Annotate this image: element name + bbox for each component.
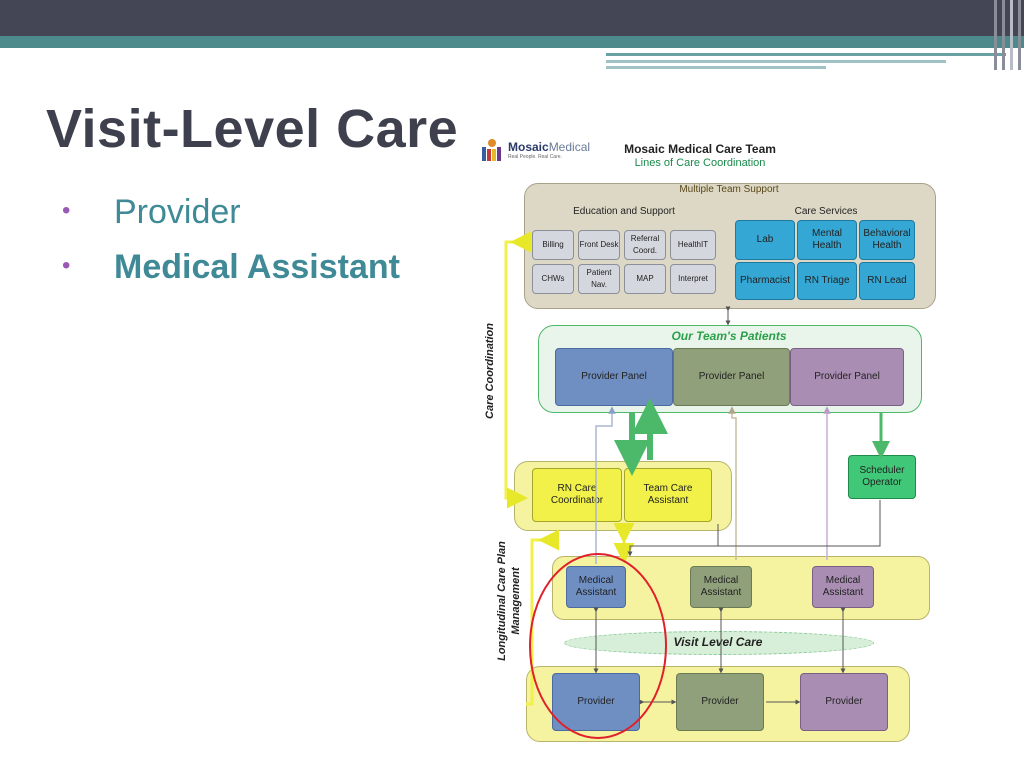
care-service-item: Behavioral Health: [859, 220, 915, 260]
care-service-item: Lab: [735, 220, 795, 260]
logo-name-suffix: Medical: [548, 140, 591, 154]
diagram-title: Mosaic Medical Care Team: [624, 142, 776, 156]
decor-stripe: [1010, 0, 1013, 70]
scheduler-operator: Scheduler Operator: [848, 455, 916, 499]
patients-label: Our Team's Patients: [671, 329, 787, 343]
accent-line: [606, 66, 826, 69]
care-service-item: Pharmacist: [735, 262, 795, 300]
care-service-item: Mental Health: [797, 220, 857, 260]
decor-stripe: [1002, 0, 1005, 70]
care-service-item: RN Triage: [797, 262, 857, 300]
education-support-label: Education and Support: [573, 206, 675, 217]
bullet-dot-icon: •: [62, 252, 71, 279]
visit-level-care-label: Visit Level Care: [673, 635, 763, 649]
bullet-text: Provider: [114, 193, 241, 231]
provider-panel: Provider Panel: [555, 348, 673, 406]
team-support-label: Multiple Team Support: [679, 184, 779, 195]
education-item: Billing: [532, 230, 574, 260]
provider-panel: Provider Panel: [673, 348, 790, 406]
care-services-label: Care Services: [794, 206, 858, 217]
care-service-item: RN Lead: [859, 262, 915, 300]
education-item: Patient Nav.: [578, 264, 620, 294]
top-bar: [0, 0, 1024, 36]
decor-stripe: [994, 0, 997, 70]
accent-line: [606, 60, 946, 63]
mosaic-logo-icon: [482, 139, 501, 161]
education-item: MAP: [624, 264, 666, 294]
bullet-text: Medical Assistant: [114, 248, 400, 286]
slide-title: Visit-Level Care: [46, 99, 459, 159]
logo-tagline: Real People. Real Care.: [508, 154, 562, 160]
longitudinal-label: Longitudinal Care Plan Management: [496, 541, 522, 661]
education-item: Interpret: [670, 264, 716, 294]
logo-name: Mosaic: [508, 140, 549, 154]
medical-assistant: Medical Assistant: [812, 566, 874, 608]
provider: Provider: [800, 673, 888, 731]
provider: Provider: [552, 673, 640, 731]
decor-stripe: [1018, 0, 1021, 70]
education-item: Front Desk: [578, 230, 620, 260]
education-item: Referral Coord.: [624, 230, 666, 260]
education-item: CHWs: [532, 264, 574, 294]
education-item: HealthIT: [670, 230, 716, 260]
medical-assistant: Medical Assistant: [690, 566, 752, 608]
care-coordination-label: Care Coordination: [484, 323, 496, 419]
teal-band: [0, 36, 1024, 48]
diagram-subtitle: Lines of Care Coordination: [634, 157, 766, 169]
team-care-assistant: Team Care Assistant: [624, 468, 712, 522]
provider: Provider: [676, 673, 764, 731]
provider-panel: Provider Panel: [790, 348, 904, 406]
rn-care-coordinator: RN Care Coordinator: [532, 468, 622, 522]
care-team-diagram: MosaicMedical Real People. Real Care. Mo…: [470, 128, 950, 748]
accent-line: [606, 53, 1006, 56]
medical-assistant: Medical Assistant: [566, 566, 626, 608]
bullet-dot-icon: •: [62, 197, 71, 224]
logo: MosaicMedical Real People. Real Care.: [480, 136, 600, 164]
